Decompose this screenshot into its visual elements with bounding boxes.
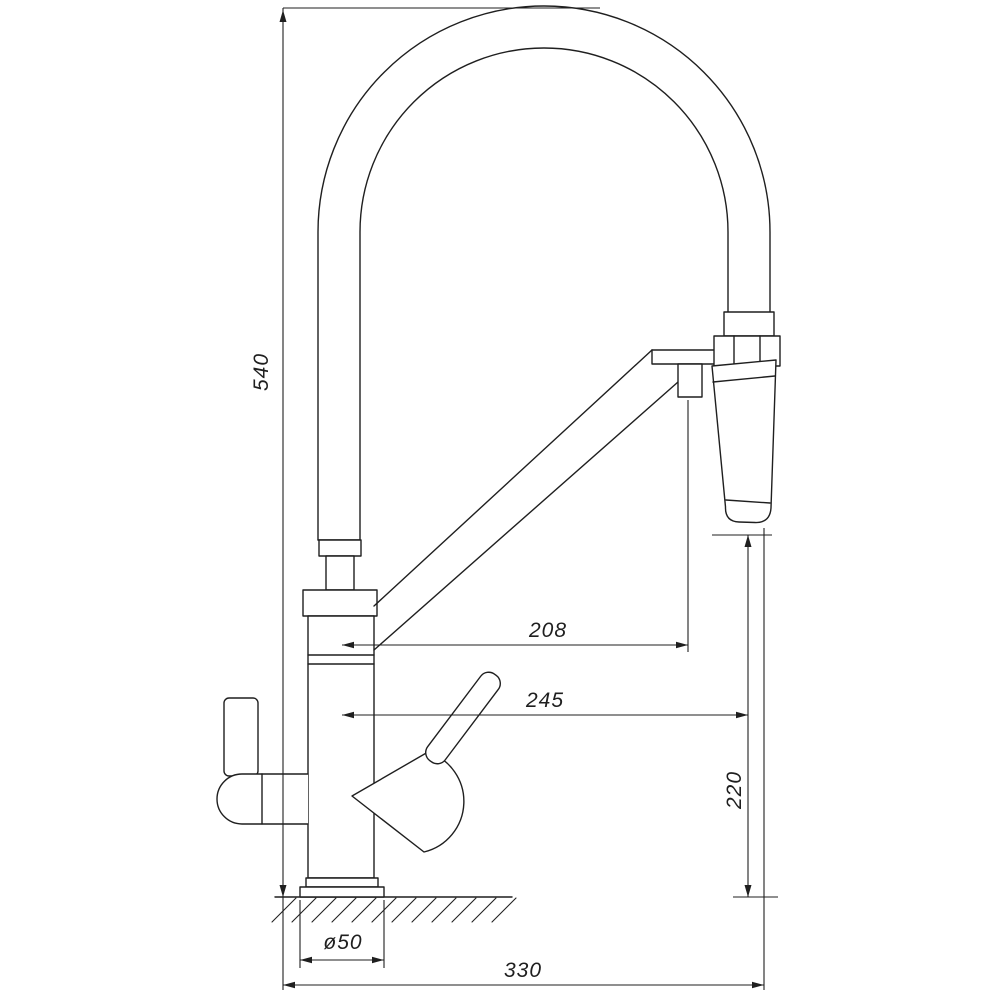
dim-label-total-height: 540	[250, 353, 273, 391]
spray-connector	[723, 311, 775, 337]
base-flange-lower	[299, 886, 385, 898]
hose-gooseneck	[317, 5, 771, 541]
faucet-outline	[216, 5, 781, 923]
hose-collar	[318, 539, 362, 557]
bracket-bottom-edge	[651, 349, 715, 365]
side-handle-stem	[223, 697, 259, 777]
base-flange-upper	[305, 877, 379, 888]
hose-outer-edge	[317, 5, 771, 541]
dim-label-spout-reach: 208	[528, 619, 567, 642]
dimension-lines	[282, 7, 778, 990]
dim-label-base-diameter: ø50	[323, 931, 362, 954]
spout-arm	[373, 349, 717, 651]
side-handle	[216, 697, 309, 825]
hose-neck	[325, 555, 355, 591]
body-top-flange	[302, 589, 378, 617]
arm-bottom-edge	[373, 381, 679, 651]
spray-head-tip-joint	[725, 499, 771, 504]
lever-handle	[425, 671, 501, 765]
spout-outlet	[677, 363, 703, 398]
dim-label-total-depth: 330	[504, 959, 542, 982]
lever-assembly	[351, 671, 501, 853]
dimension-labels: 540 208 245 220 ø50 330	[250, 353, 746, 982]
dim-label-spray-clearance: 220	[723, 771, 746, 810]
dimension-arrowheads	[279, 10, 764, 989]
spray-head-outline	[711, 359, 777, 524]
hose-inner-edge	[359, 47, 729, 541]
spray-head	[711, 359, 777, 524]
arm-top-edge	[373, 349, 653, 607]
faucet-body	[307, 615, 375, 879]
dim-label-max-reach: 245	[525, 689, 564, 712]
spray-head-cap-joint	[712, 375, 776, 383]
ground-hatching	[271, 897, 517, 923]
